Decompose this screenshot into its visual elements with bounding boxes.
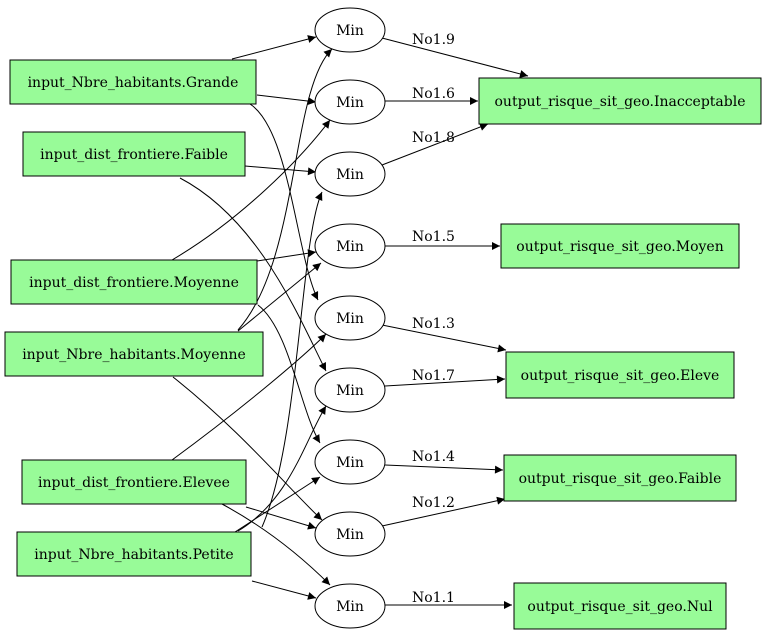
rule-label-r19: No1.9 [412, 32, 455, 48]
edge-r14-to-out_faible [384, 464, 504, 474]
input-node-box [16, 531, 252, 577]
min-node-label: Min [336, 23, 364, 39]
edge-r17-to-out_eleve [384, 375, 506, 387]
input-node-box [10, 259, 258, 305]
min-node-r16: Min [314, 79, 386, 125]
input-node-in_dist_faible: input_dist_frontiere.Faible [22, 131, 246, 177]
min-node-r13: Min [314, 295, 386, 341]
min-node-label: Min [336, 527, 364, 543]
rule-label-r11: No1.1 [412, 590, 455, 606]
min-node-r14: Min [314, 439, 386, 485]
output-node-box [513, 582, 727, 630]
min-node-r18: Min [314, 151, 386, 197]
input-node-label: input_Nbre_habitants.Grande [28, 75, 239, 91]
edge-in_dist_moyenne-to-r16 [171, 119, 331, 261]
edge-in_hab_grande-to-r13 [249, 103, 319, 301]
input-node-in_hab_grande: input_Nbre_habitants.Grande [9, 59, 257, 105]
input-node-label: input_dist_frontiere.Elevee [38, 475, 230, 491]
input-node-in_hab_moyenne: input_Nbre_habitants.Moyenne [4, 331, 264, 377]
input-node-label: input_Nbre_habitants.Petite [34, 547, 233, 563]
edge-in_hab_moyenne-to-r12 [172, 376, 323, 521]
edge-in_dist_elevee-to-r11 [221, 503, 331, 586]
edge-in_dist_elevee-to-r12 [245, 506, 317, 530]
output-node-label: output_risque_sit_geo.Faible [519, 471, 722, 487]
edge-in_dist_elevee-to-r13 [171, 333, 327, 461]
min-node-ellipse [314, 223, 386, 269]
output-node-label: output_risque_sit_geo.Inacceptable [495, 94, 746, 110]
rule-label-r16: No1.6 [412, 86, 455, 102]
edge-r19-to-out_inacceptable [381, 37, 529, 78]
min-node-ellipse [314, 511, 386, 557]
edge-in_hab_moyenne-to-r15 [237, 262, 322, 332]
min-node-label: Min [336, 455, 364, 471]
input-node-box [4, 331, 264, 377]
min-node-ellipse [314, 583, 386, 629]
min-node-r11: Min [314, 583, 386, 629]
rule-label-r13: No1.3 [412, 316, 455, 332]
output-node-box [478, 77, 762, 125]
min-node-label: Min [336, 599, 364, 615]
output-node-out_nul: output_risque_sit_geo.Nul [513, 582, 727, 630]
input-node-box [22, 131, 246, 177]
min-node-label: Min [336, 95, 364, 111]
edge-in_dist_faible-to-r18 [244, 165, 317, 176]
rule-label-r18: No1.8 [412, 130, 455, 146]
min-node-label: Min [336, 239, 364, 255]
min-node-ellipse [314, 439, 386, 485]
input-node-label: input_dist_frontiere.Moyenne [29, 275, 239, 291]
output-node-label: output_risque_sit_geo.Moyen [516, 239, 723, 255]
min-node-label: Min [336, 311, 364, 327]
edge-in_dist_faible-to-r17 [179, 177, 327, 372]
min-node-label: Min [336, 167, 364, 183]
edge-in_hab_petite-to-r11 [251, 580, 317, 600]
min-node-label: Min [336, 383, 364, 399]
edge-in_hab_petite-to-r18 [261, 191, 323, 528]
edge-in_hab_grande-to-r16 [256, 94, 317, 106]
edge-r13-to-out_eleve [381, 324, 507, 353]
min-node-r17: Min [314, 367, 386, 413]
min-node-r12: Min [314, 511, 386, 557]
min-node-ellipse [314, 367, 386, 413]
edge-in_dist_moyenne-to-r15 [256, 249, 317, 262]
rule-label-r14: No1.4 [412, 449, 455, 465]
nodes-layer: input_Nbre_habitants.Grande input_dist_fr… [4, 7, 762, 630]
input-node-in_dist_elevee: input_dist_frontiere.Elevee [21, 459, 247, 505]
input-node-label: input_dist_frontiere.Faible [40, 147, 228, 163]
edge-in_hab_petite-to-r14 [234, 476, 321, 533]
min-node-ellipse [314, 79, 386, 125]
edge-in_hab_moyenne-to-r19 [237, 48, 333, 331]
output-node-box [503, 454, 737, 502]
output-node-label: output_risque_sit_geo.Eleve [521, 368, 720, 384]
output-node-box [505, 351, 735, 399]
edge-in_hab_grande-to-r19 [231, 35, 317, 60]
min-node-ellipse [314, 295, 386, 341]
min-node-r15: Min [314, 223, 386, 269]
output-node-label: output_risque_sit_geo.Nul [527, 599, 713, 615]
rule-label-r15: No1.5 [412, 229, 455, 245]
output-node-box [500, 223, 740, 269]
rule-label-r17: No1.7 [412, 368, 455, 384]
input-node-label: input_Nbre_habitants.Moyenne [22, 347, 246, 363]
rule-label-r12: No1.2 [412, 495, 455, 511]
min-node-ellipse [314, 151, 386, 197]
output-node-out_eleve: output_risque_sit_geo.Eleve [505, 351, 735, 399]
edge-r12-to-out_faible [381, 496, 506, 527]
min-node-ellipse [314, 7, 386, 53]
output-node-out_faible: output_risque_sit_geo.Faible [503, 454, 737, 502]
output-node-out_moyen: output_risque_sit_geo.Moyen [500, 223, 740, 269]
input-node-in_dist_moyenne: input_dist_frontiere.Moyenne [10, 259, 258, 305]
edge-in_hab_petite-to-r17 [237, 405, 327, 532]
edge-r18-to-out_inacceptable [381, 123, 489, 166]
input-node-in_hab_petite: input_Nbre_habitants.Petite [16, 531, 252, 577]
output-node-out_inacceptable: output_risque_sit_geo.Inacceptable [478, 77, 762, 125]
input-node-box [9, 59, 257, 105]
edge-in_dist_moyenne-to-r14 [257, 304, 321, 444]
input-node-box [21, 459, 247, 505]
edges-layer: No1.9No1.6No1.8No1.5No1.3No1.7No1.4No1.2… [171, 32, 529, 609]
min-node-r19: Min [314, 7, 386, 53]
